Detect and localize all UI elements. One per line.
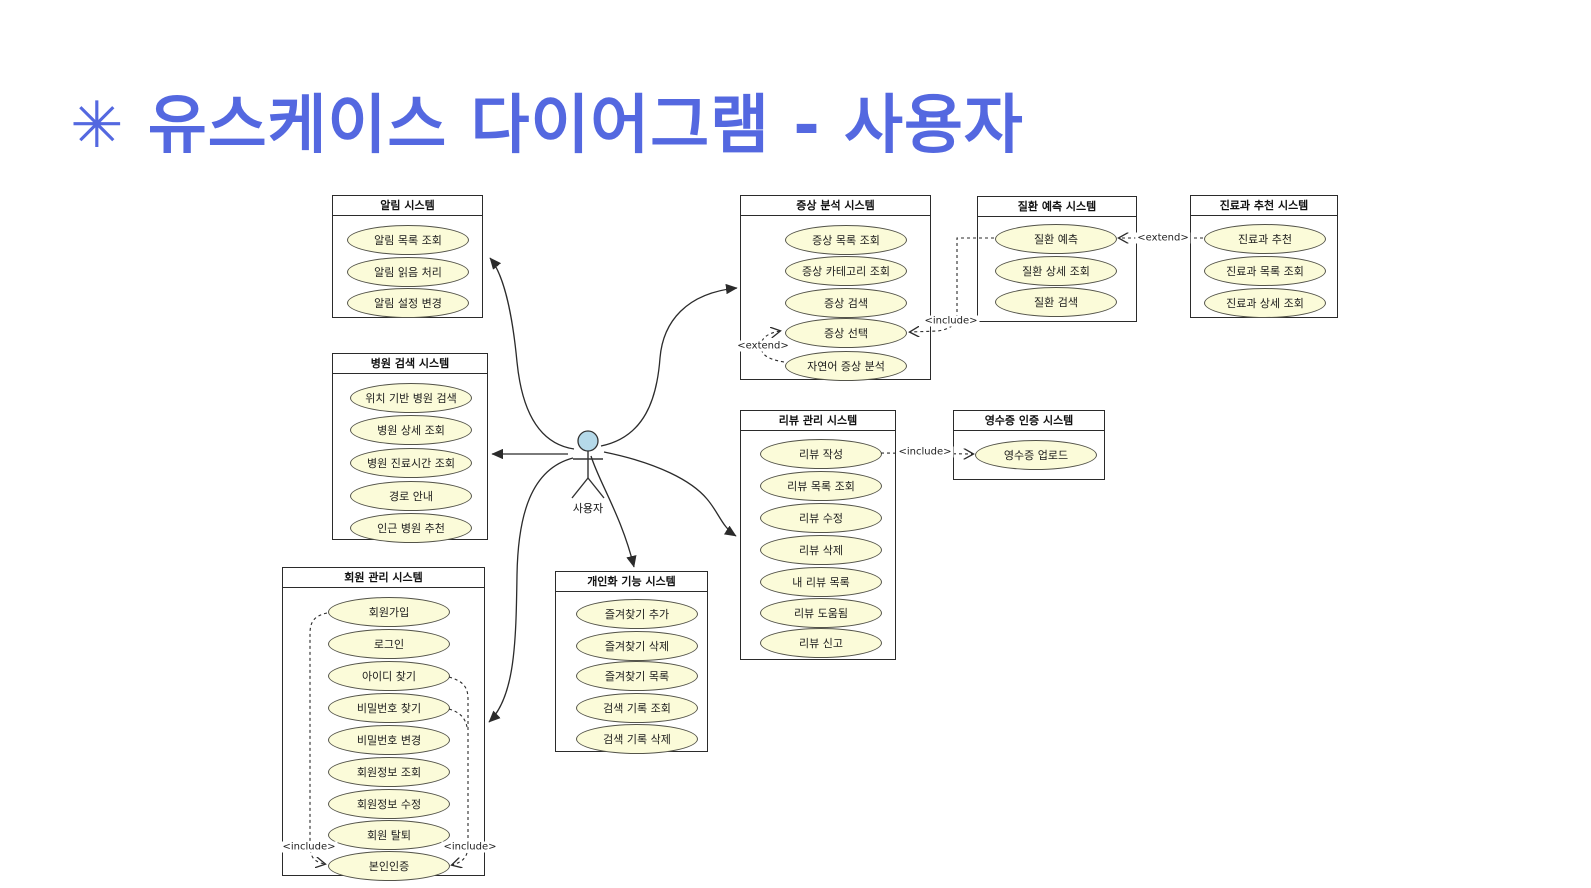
usecase-ellipse: 리뷰 신고	[760, 628, 882, 658]
extend-label: <extend>	[735, 340, 791, 352]
usecase-ellipse: 로그인	[328, 629, 450, 659]
usecase-ellipse: 리뷰 삭제	[760, 535, 882, 565]
usecase-ellipse: 인근 병원 추천	[350, 513, 472, 543]
usecase-ellipse: 즐겨찾기 추가	[576, 599, 698, 629]
usecase-ellipse: 병원 상세 조회	[350, 415, 472, 445]
actor-head	[577, 430, 599, 452]
usecase-ellipse: 회원정보 수정	[328, 789, 450, 819]
usecase-ellipse: 병원 진료시간 조회	[350, 448, 472, 478]
usecase-ellipse: 리뷰 목록 조회	[760, 471, 882, 501]
system-box-review: 리뷰 관리 시스템 리뷰 작성 리뷰 목록 조회 리뷰 수정 리뷰 삭제 내 리…	[740, 410, 896, 660]
include-label: <include>	[441, 841, 499, 853]
usecase-ellipse: 경로 안내	[350, 481, 472, 511]
usecase-ellipse: 비밀번호 찾기	[328, 693, 450, 723]
usecase-ellipse: 회원가입	[328, 597, 450, 627]
usecase-ellipse: 진료과 추천	[1204, 224, 1326, 254]
usecase-ellipse: 진료과 목록 조회	[1204, 256, 1326, 286]
usecase-ellipse: 즐겨찾기 목록	[576, 661, 698, 691]
usecase-ellipse: 회원 탈퇴	[328, 820, 450, 850]
system-title: 회원 관리 시스템	[283, 568, 484, 588]
include-label: <include>	[280, 841, 338, 853]
association-actor-symptom	[600, 283, 738, 447]
system-box-hospital-search: 병원 검색 시스템 위치 기반 병원 검색 병원 상세 조회 병원 진료시간 조…	[332, 353, 488, 543]
actor-figure	[571, 430, 605, 499]
extend-label: <extend>	[1135, 232, 1191, 244]
system-box-symptom: 증상 분석 시스템 증상 목록 조회 증상 카테고리 조회 증상 검색 증상 선…	[740, 195, 931, 381]
actor-label: 사용자	[572, 502, 604, 515]
system-title: 질환 예측 시스템	[978, 197, 1136, 217]
usecase-ellipse: 즐겨찾기 삭제	[576, 631, 698, 661]
usecase-ellipse: 질환 검색	[995, 287, 1117, 317]
system-box-notification: 알림 시스템 알림 목록 조회 알림 읽음 처리 알림 설정 변경	[332, 195, 483, 318]
include-label: <include>	[896, 446, 954, 458]
system-box-disease: 질환 예측 시스템 질환 예측 질환 상세 조회 질환 검색	[977, 196, 1137, 322]
system-title: 병원 검색 시스템	[333, 354, 487, 374]
usecase-ellipse: 위치 기반 병원 검색	[350, 383, 472, 413]
usecase-ellipse: 진료과 상세 조회	[1204, 288, 1326, 318]
usecase-ellipse: 아이디 찾기	[328, 661, 450, 691]
system-box-department: 진료과 추천 시스템 진료과 추천 진료과 목록 조회 진료과 상세 조회	[1190, 195, 1338, 318]
usecase-ellipse: 검색 기록 삭제	[576, 724, 698, 754]
usecase-ellipse: 알림 설정 변경	[347, 288, 469, 318]
usecase-ellipse: 리뷰 도움됨	[760, 598, 882, 628]
page-title: ✳ 유스케이스 다이어그램 - 사용자	[70, 89, 1024, 163]
usecase-ellipse: 증상 목록 조회	[785, 225, 907, 255]
association-actor-review	[603, 451, 737, 537]
usecase-ellipse: 증상 검색	[785, 288, 907, 318]
system-title: 리뷰 관리 시스템	[741, 411, 895, 431]
system-box-receipt: 영수증 인증 시스템 영수증 업로드	[953, 410, 1105, 480]
usecase-ellipse: 질환 상세 조회	[995, 256, 1117, 286]
association-actor-notification	[489, 257, 575, 450]
system-title: 개인화 기능 시스템	[556, 572, 707, 592]
include-label: <include>	[922, 315, 980, 327]
usecase-ellipse: 증상 선택	[785, 318, 907, 348]
system-title: 영수증 인증 시스템	[954, 411, 1104, 431]
usecase-ellipse: 검색 기록 조회	[576, 693, 698, 723]
actor-legs	[571, 477, 605, 499]
system-box-member: 회원 관리 시스템 회원가입 로그인 아이디 찾기 비밀번호 찾기 비밀번호 변…	[282, 567, 485, 881]
usecase-ellipse: 증상 카테고리 조회	[785, 256, 907, 286]
system-title: 진료과 추천 시스템	[1191, 196, 1337, 216]
usecase-ellipse: 리뷰 작성	[760, 439, 882, 469]
usecase-ellipse: 내 리뷰 목록	[760, 567, 882, 597]
system-box-personalization: 개인화 기능 시스템 즐겨찾기 추가 즐겨찾기 삭제 즐겨찾기 목록 검색 기록…	[555, 571, 708, 754]
usecase-ellipse: 비밀번호 변경	[328, 725, 450, 755]
usecase-ellipse: 본인인증	[328, 851, 450, 881]
usecase-ellipse: 자연어 증상 분석	[785, 351, 907, 381]
usecase-ellipse: 리뷰 수정	[760, 503, 882, 533]
system-title: 증상 분석 시스템	[741, 196, 930, 216]
usecase-ellipse: 영수증 업로드	[975, 440, 1097, 470]
usecase-ellipse: 질환 예측	[995, 224, 1117, 254]
usecase-ellipse: 알림 목록 조회	[347, 225, 469, 255]
usecase-ellipse: 회원정보 조회	[328, 757, 450, 787]
system-title: 알림 시스템	[333, 196, 482, 216]
usecase-ellipse: 알림 읽음 처리	[347, 257, 469, 287]
